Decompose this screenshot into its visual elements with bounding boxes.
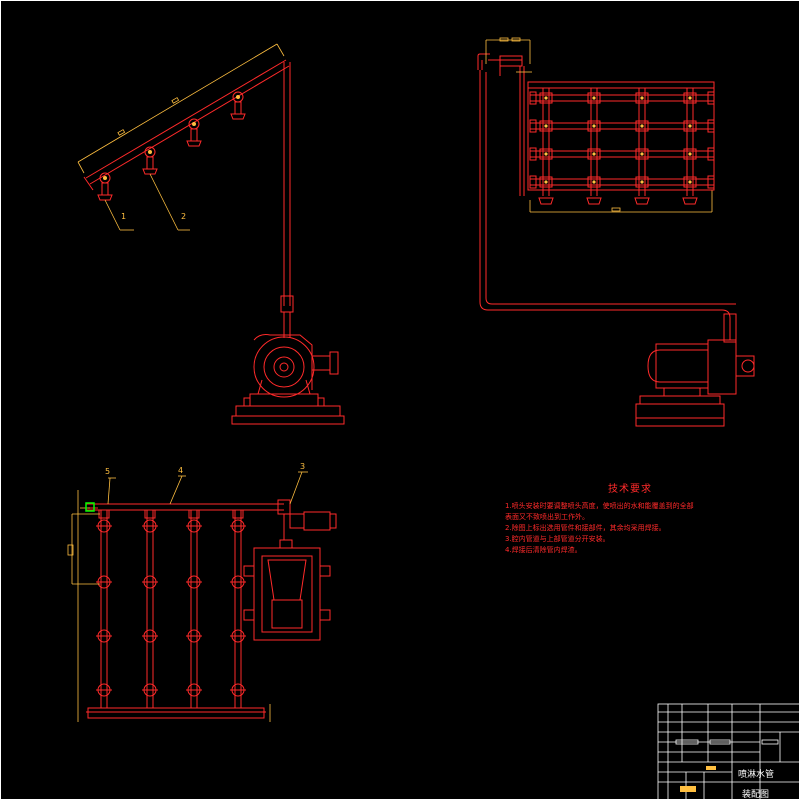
manifold-joint [635, 120, 649, 132]
manifold-joint [587, 148, 601, 160]
manifold-joint-dot [688, 152, 692, 156]
manifold-joint [587, 92, 601, 104]
centrifugal-pump [231, 334, 345, 425]
manifold-bottom-nozzle [682, 197, 698, 205]
notes-title: 技术要求 [608, 484, 652, 495]
inclined-nozzles [97, 91, 246, 201]
balloon-2: 2 [181, 212, 186, 221]
manifold-joint [683, 92, 697, 104]
manifold-columns [539, 88, 697, 196]
manifold-rows [529, 91, 715, 189]
manifold-joint-dot [592, 124, 596, 128]
plan-dimensions [67, 471, 308, 722]
manifold-bottom-nozzles [538, 197, 698, 205]
manifold-joint-dot [544, 124, 548, 128]
notes-item: 表面又不致喷出到工作外。 [505, 513, 589, 521]
manifold-joint [683, 120, 697, 132]
leader-lines-side [104, 173, 190, 231]
manifold-row-cap [707, 91, 715, 105]
notes-item: 2.除图上标出选用管件和接部件，其余均采用焊接。 [505, 524, 666, 532]
manifold-row-cap [707, 175, 715, 189]
manifold-joint [635, 176, 649, 188]
manifold-row-cap [707, 119, 715, 133]
manifold-row-cap [529, 91, 537, 105]
front-inlet-pipe [477, 53, 737, 343]
nozzle-tips [103, 95, 240, 180]
manifold-joint [683, 148, 697, 160]
manifold-joint-dot [640, 124, 644, 128]
notes-item: 3.腔内管道与上部管道分开安装。 [505, 535, 610, 543]
green-marker [85, 502, 95, 512]
manifold-joint [587, 120, 601, 132]
manifold-joint-dot [592, 180, 596, 184]
balloon-3: 3 [300, 462, 305, 471]
side-view-inclined-spray: 1 2 [77, 43, 345, 425]
plan-header-pipe [86, 503, 284, 719]
manifold-row-cap [529, 147, 537, 161]
manifold-joint [539, 148, 553, 160]
drawing-view: 装配图 [742, 790, 770, 800]
notes-item: 1.喷头安装时要调整喷头高度，使喷出的水和能覆盖到的全部 [505, 502, 694, 510]
manifold-joint-dot [688, 180, 692, 184]
manifold-joint-dot [592, 96, 596, 100]
manifold-joint-dot [544, 180, 548, 184]
manifold-joint-dots [544, 96, 692, 184]
manifold-joint-dot [640, 180, 644, 184]
manifold-bottom-nozzle [538, 197, 554, 205]
manifold-joint-dot [640, 152, 644, 156]
plan-branch-tee [144, 509, 156, 519]
title-block-accents [680, 766, 716, 792]
plan-inlet [277, 499, 337, 540]
dimension-lines-top [77, 43, 285, 174]
front-dimension [485, 37, 713, 213]
plan-view: 5 4 3 [67, 462, 337, 722]
manifold-row-cap [707, 147, 715, 161]
manifold-row-cap [529, 119, 537, 133]
inclined-header-pipe [83, 59, 290, 191]
drawing-name: 喷淋水管 [738, 770, 775, 780]
manifold-joint [635, 148, 649, 160]
notes-item: 4.焊接后清除管内焊渣。 [505, 546, 582, 554]
balloon-1: 1 [121, 212, 126, 221]
front-view-manifold [477, 37, 755, 427]
manifold-joint [539, 176, 553, 188]
manifold-joint-dot [640, 96, 644, 100]
manifold-row-cap [529, 175, 537, 189]
manifold-bottom-nozzle [634, 197, 650, 205]
plan-branch-tee [232, 509, 244, 519]
plan-pump [243, 539, 331, 641]
manifold-joint [539, 92, 553, 104]
title-block [657, 703, 800, 800]
manifold-joint-dot [544, 152, 548, 156]
manifold-joint-dot [688, 124, 692, 128]
balloon-4: 4 [178, 466, 183, 475]
manifold-joint [587, 176, 601, 188]
balloon-5: 5 [105, 467, 110, 476]
front-pump [635, 339, 755, 427]
manifold-joint [539, 120, 553, 132]
manifold-joint-dot [592, 152, 596, 156]
plan-branch-pipes [96, 509, 246, 708]
technical-requirements: 技术要求 1.喷头安装时要调整喷头高度，使喷出的水和能覆盖到的全部 表面又不致喷… [505, 484, 755, 556]
manifold-frame [527, 81, 715, 191]
manifold-joint-dot [688, 96, 692, 100]
manifold-joint [683, 176, 697, 188]
plan-branch-tee [188, 509, 200, 519]
manifold-joint [635, 92, 649, 104]
manifold-bottom-nozzle [586, 197, 602, 205]
vertical-riser-pipe [280, 62, 294, 338]
manifold-joint-dot [544, 96, 548, 100]
